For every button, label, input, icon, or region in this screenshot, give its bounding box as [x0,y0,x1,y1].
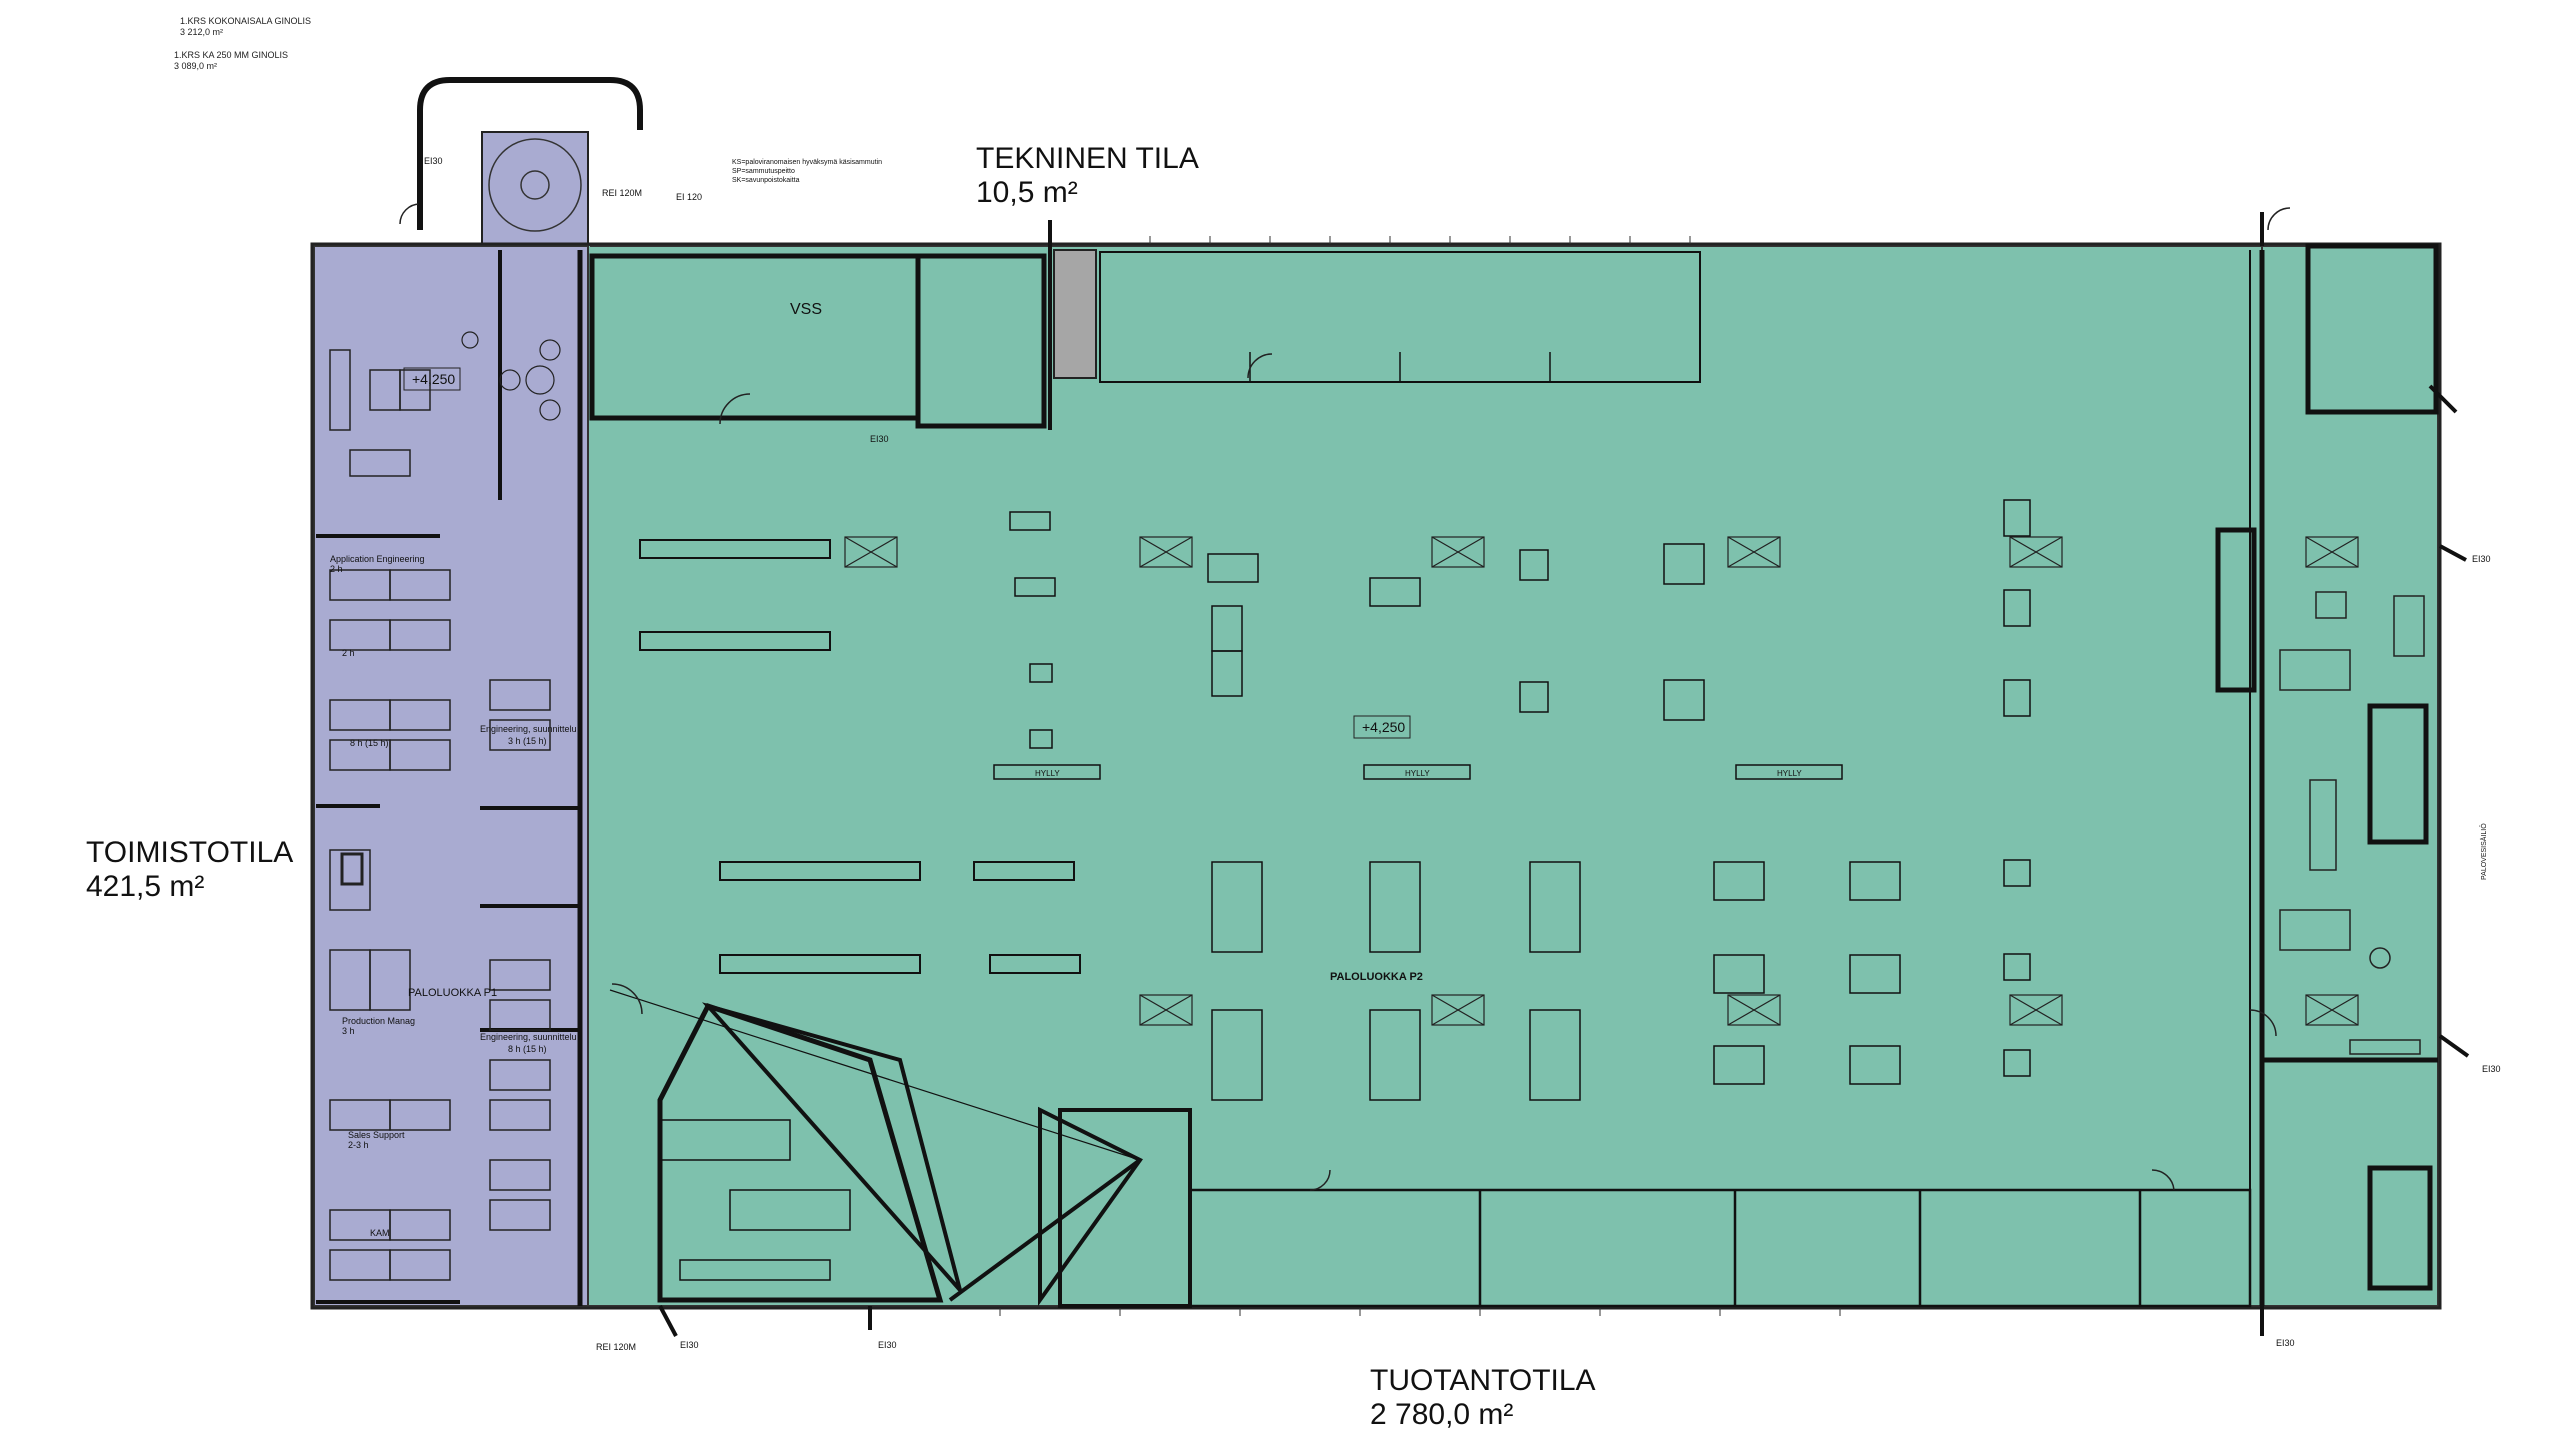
app-eng-hours: 2 h [330,564,343,574]
ei30-label-1: EI30 [870,434,889,444]
production-area: 2 780,0 m² [1370,1398,1514,1431]
elev-office-label: +4,250 [412,371,455,387]
kam-label: KAM [370,1228,390,1238]
social-wing-fill [2261,245,2439,1307]
sauna-wing [657,1002,944,1303]
prod-manag-label: Production Manag [342,1016,415,1026]
fire-class-hall: PALOLUOKKA P2 [1330,971,1423,983]
vss-label: VSS [790,301,822,318]
workbenches [639,539,1081,974]
prod-manag-hours: 3 h [342,1026,355,1036]
ei30-label-3: EI30 [2482,1064,2501,1074]
outer-wall [310,242,2442,1310]
shelf-racks [993,764,1843,780]
social-wing-rooms [2215,243,2439,1291]
technical-room-name: TEKNINEN TILA [976,142,1199,175]
legend-note-3: SK=savunpoistokaitta [732,177,800,184]
corridor-line [609,989,1141,1161]
canopy-outline [417,77,643,230]
doors [399,203,2291,1191]
eng-upper-label: Engineering, suunnittelu [480,724,577,734]
technical-room-area: 10,5 m² [976,176,1078,209]
rei120m-label-top: REI 120M [602,188,642,198]
area-note-2: 3 212,0 m² [180,27,224,37]
shelf-label-3: HYLLY [1777,769,1802,778]
office-name: TOIMISTOTILA [86,836,294,869]
area-note-3: 1.KRS KA 250 MM GINOLIS [174,50,289,60]
elev-office-box [403,367,461,391]
tech-room-walls [915,253,1047,429]
area-note-4: 3 089,0 m² [174,61,218,71]
ei30-label-5: EI30 [878,1340,897,1350]
social-wing-furniture [2279,591,2425,1055]
top-storage-dividers [1249,352,1700,383]
corridor-diag [948,1158,1142,1302]
ei30-label-4: EI30 [680,1340,699,1350]
crossed-pallets [844,536,2359,1026]
area-note-1: 1.KRS KOKONAISALA GINOLIS [180,16,312,26]
sauna-inner [701,1002,962,1292]
bottom-storage-dividers [1478,1190,2142,1306]
shelf-label-1: HYLLY [1035,769,1060,778]
rei120m-label-bottom: REI 120M [596,1342,636,1352]
column-ticks [999,236,1841,1316]
spiral-stair-core [520,170,550,200]
elev-hall-box [1353,715,1411,739]
ei30-label-7: EI30 [424,156,443,166]
eng-upper-hours: 3 h (15 h) [508,736,547,746]
stair-box [481,131,589,245]
legend-note-2: SP=sammutuspeitto [732,168,795,175]
machines [1009,499,2031,1101]
ei30-label-6: EI30 [2276,1338,2295,1348]
ei120-label: EI 120 [676,192,702,202]
legend-note-1: KS=paloviranomaisen hyväksymä käsisammut… [732,159,882,166]
bottom-left-room [1058,1108,1192,1308]
exit-markers [418,190,2470,1337]
sales-support-hours: 2-3 h [348,1140,369,1150]
fire-class-office: PALOLUOKKA P1 [408,987,497,999]
elev-hall-label: +4,250 [1362,719,1405,735]
production-area-fill [587,245,2263,1307]
desk-8h: 8 h (15 h) [350,738,389,748]
office-desks [329,349,551,1281]
tank-label: PALOVESISÄILIÖ [2480,823,2488,880]
shelf-label-2: HYLLY [1405,769,1430,778]
app-eng-label: Application Engineering [330,554,425,564]
technical-room-fill [1053,249,1097,379]
corridor-triangle [1038,1106,1143,1307]
office-chairs [340,331,561,886]
sales-support-label: Sales Support [348,1130,405,1140]
ei30-label-2: EI30 [2472,554,2491,564]
production-name: TUOTANTOTILA [1370,1364,1596,1397]
office-area: 421,5 m² [86,870,205,903]
sauna-benches [659,1119,851,1281]
eng-lower-hours: 8 h (15 h) [508,1044,547,1054]
eng-lower-label: Engineering, suunnittelu [480,1032,577,1042]
desk-2h: 2 h [342,648,355,658]
spiral-stair [488,138,582,232]
